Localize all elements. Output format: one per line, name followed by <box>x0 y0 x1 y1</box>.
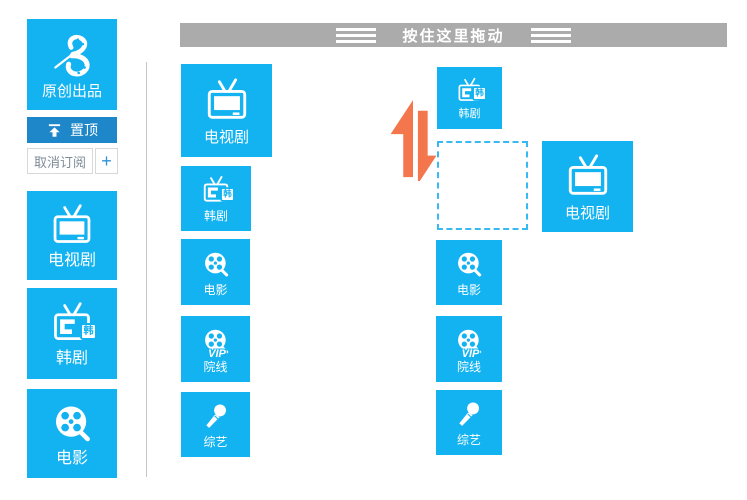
tv-icon <box>204 77 250 123</box>
film-reel-icon <box>50 401 94 445</box>
tile-label: 院线 <box>456 359 481 374</box>
tile-label: 电影 <box>456 283 481 297</box>
grid-left-tile-variety-show[interactable]: 综艺 <box>181 392 250 457</box>
drag-lines-icon <box>336 25 377 46</box>
tile-label: 韩剧 <box>458 107 481 120</box>
tile-label: 综艺 <box>456 433 481 447</box>
vip-badge: VIP <box>208 347 226 360</box>
unsubscribe-button[interactable]: 取消订阅 <box>27 148 93 174</box>
grid-left-tile-korean-drama[interactable]: 韩 韩剧 <box>181 166 251 231</box>
sidebar-tile-tv-series[interactable]: 电视剧 <box>27 191 117 280</box>
drag-lines-icon <box>530 25 571 46</box>
sidebar-logo-tile[interactable]: 原创出品 <box>27 19 117 110</box>
tv-icon <box>50 203 94 247</box>
originals-logo-icon <box>47 30 97 80</box>
grid-right-tile-movies[interactable]: 电影 <box>436 240 502 305</box>
film-reel-vip-icon: VIP <box>454 326 484 360</box>
grid-right-tile-cinema-vip[interactable]: VIP 院线 <box>436 316 502 382</box>
vip-badge: VIP <box>461 347 480 360</box>
microphone-icon <box>201 401 231 431</box>
film-reel-icon <box>201 249 231 279</box>
pin-to-top-label: 置顶 <box>70 122 98 138</box>
logo-label: 原创出品 <box>41 83 102 100</box>
tile-label: 韩剧 <box>203 209 228 223</box>
korean-badge: 韩 <box>80 322 97 340</box>
sidebar-divider <box>146 62 147 477</box>
tv-korean-icon: 韩 <box>50 301 97 345</box>
film-reel-vip-icon: VIP <box>201 326 231 360</box>
grid-right-tile-tv-series-dragging[interactable]: 电视剧 <box>542 141 633 232</box>
plus-icon: + <box>101 151 112 171</box>
tv-korean-icon: 韩 <box>456 77 487 104</box>
add-subscription-button[interactable]: + <box>95 148 118 174</box>
swap-vertical-arrows-icon <box>390 99 438 181</box>
tile-label: 电视剧 <box>203 128 249 146</box>
unsubscribe-label: 取消订阅 <box>34 154 87 170</box>
pin-to-top-button[interactable]: 置顶 <box>27 117 117 143</box>
grid-right-tile-variety-show[interactable]: 综艺 <box>436 390 502 455</box>
korean-badge: 韩 <box>220 187 235 202</box>
tile-label: 电影 <box>203 282 228 297</box>
sidebar-tile-movies[interactable]: 电影 <box>27 389 117 478</box>
grid-left-tile-tv-series[interactable]: 电视剧 <box>181 64 272 157</box>
drop-placeholder <box>437 141 528 230</box>
sidebar-tile-korean-drama[interactable]: 韩 韩剧 <box>27 288 117 379</box>
tile-label: 综艺 <box>203 435 228 449</box>
tile-label: 电视剧 <box>47 251 96 269</box>
grid-left-tile-cinema-vip[interactable]: VIP 院线 <box>181 316 250 382</box>
grid-left-tile-movies[interactable]: 电影 <box>181 239 250 305</box>
grid-right-tile-korean-drama[interactable]: 韩 韩剧 <box>437 67 502 129</box>
film-reel-icon <box>454 249 484 279</box>
microphone-icon <box>454 399 484 429</box>
tile-label: 电视剧 <box>564 204 610 222</box>
tile-label: 电影 <box>55 449 88 467</box>
drag-handle-label: 按住这里拖动 <box>402 27 505 45</box>
korean-badge: 韩 <box>472 85 487 101</box>
tv-korean-icon: 韩 <box>201 175 235 205</box>
pin-top-icon <box>46 123 63 138</box>
tile-label: 院线 <box>203 359 228 374</box>
drag-handle-bar[interactable]: 按住这里拖动 <box>180 23 727 47</box>
tv-icon <box>565 153 611 199</box>
tile-label: 韩剧 <box>55 349 88 367</box>
